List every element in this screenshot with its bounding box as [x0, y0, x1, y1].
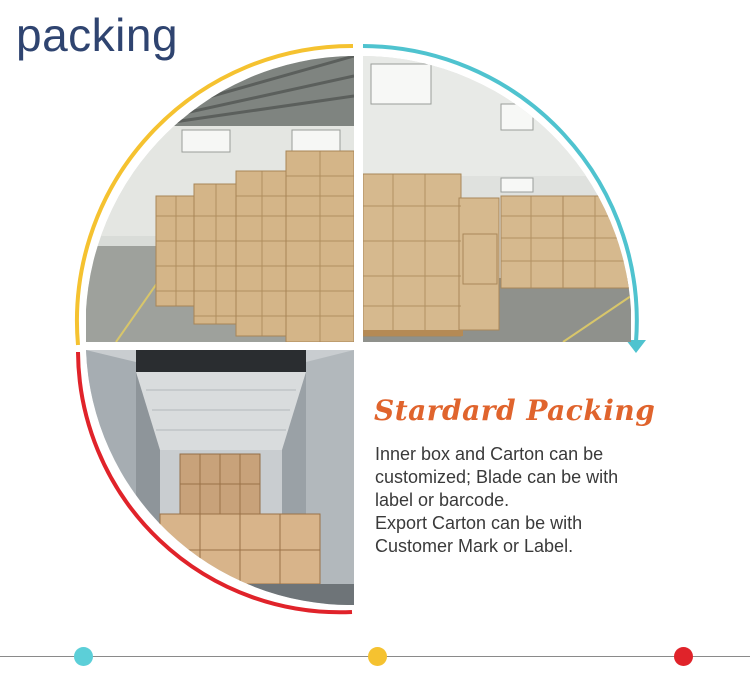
- description-line: Export Carton can be with: [375, 513, 583, 533]
- description-line: Inner box and Carton can be: [375, 444, 604, 464]
- description-line: customized; Blade can be with: [375, 467, 619, 487]
- photo-container-loading: [86, 350, 354, 605]
- arc-red: [76, 351, 353, 615]
- photo-warehouse-stacked: [86, 56, 354, 342]
- packing-heading: Stardard Packing: [374, 394, 656, 427]
- description-line: label or barcode.: [375, 490, 510, 510]
- page-title: packing: [16, 9, 179, 61]
- description-line: Customer Mark or Label.: [375, 536, 574, 556]
- packing-description: Inner box and Carton can be customized; …: [375, 443, 695, 558]
- timeline-dot-yellow: [368, 647, 387, 666]
- timeline-dot-teal: [74, 647, 93, 666]
- arc-teal: [362, 44, 639, 343]
- arc-yellow: [74, 43, 354, 346]
- timeline-dot-red: [674, 647, 693, 666]
- arrow-down-icon: [626, 340, 646, 353]
- photo-warehouse-pallets: [363, 56, 631, 342]
